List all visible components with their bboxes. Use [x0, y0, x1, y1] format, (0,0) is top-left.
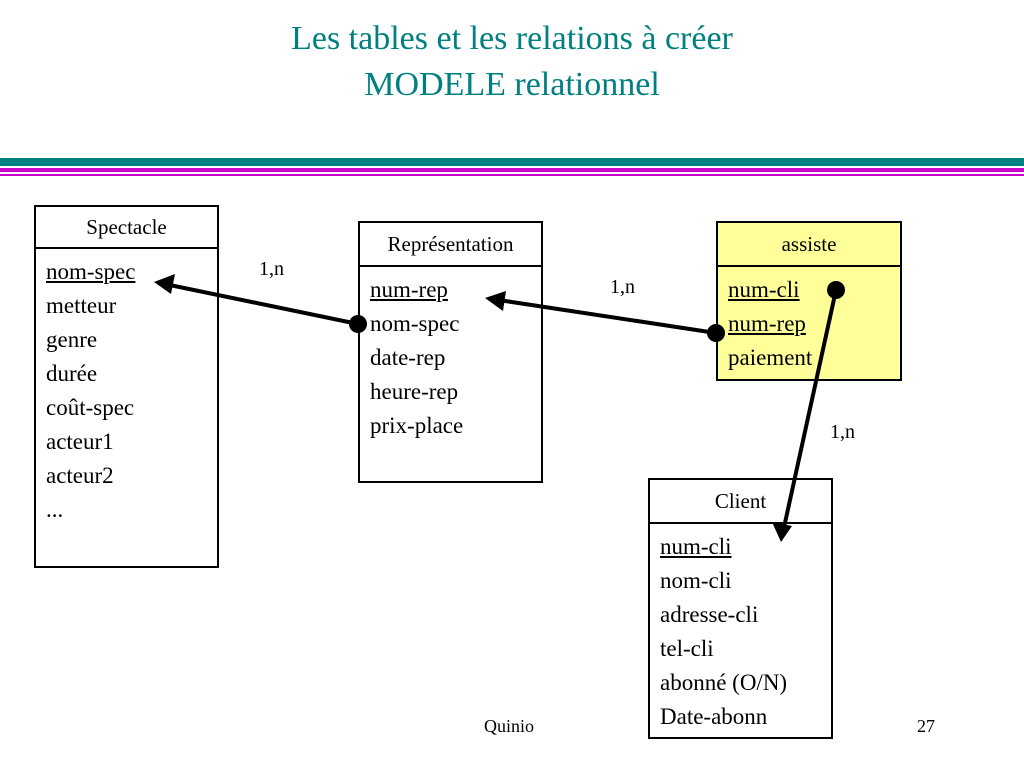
- field-nom-cli: nom-cli: [660, 568, 732, 593]
- field-num-cli: num-cli: [728, 277, 800, 302]
- field-acteur1: acteur1: [46, 429, 114, 454]
- field-heure-rep: heure-rep: [370, 379, 459, 404]
- field-ellipsis: ...: [46, 497, 64, 522]
- table-representation: Représentation num-rep nom-spec date-rep…: [358, 221, 543, 483]
- field-prix-place: prix-place: [370, 413, 464, 438]
- table-spectacle-name: Spectacle: [86, 215, 167, 239]
- table-client-header: Client: [650, 480, 831, 524]
- relation-assiste-client: [772, 281, 845, 542]
- table-assiste: assiste num-cli num-rep paiement: [716, 221, 902, 381]
- field-abonne: abonné (O/N): [660, 670, 788, 695]
- connector-line: [491, 297, 717, 335]
- table-assiste-header: assiste: [718, 223, 900, 267]
- connector-line: [159, 281, 359, 326]
- field-tel-cli: tel-cli: [660, 636, 714, 661]
- footer-author: Quinio: [484, 716, 535, 736]
- table-representation-header: Représentation: [360, 223, 541, 267]
- field-cout-spec: coût-spec: [46, 395, 135, 420]
- slide-subtitle: MODELE relationnel: [364, 66, 660, 103]
- field-acteur2: acteur2: [46, 463, 114, 488]
- field-metteur: metteur: [46, 293, 117, 318]
- field-num-cli: num-cli: [660, 534, 732, 559]
- page-number: 27: [917, 716, 935, 736]
- table-representation-name: Représentation: [387, 232, 514, 256]
- connector-line: [781, 289, 838, 533]
- field-adresse-cli: adresse-cli: [660, 602, 759, 627]
- table-spectacle-fields: nom-spec metteur genre durée coût-spec a…: [36, 249, 217, 527]
- table-spectacle-header: Spectacle: [36, 207, 217, 249]
- relation-assiste-representation: [485, 291, 725, 342]
- arrow-head: [485, 291, 506, 311]
- table-client-fields: num-cli nom-cli adresse-cli tel-cli abon…: [650, 524, 831, 734]
- magenta-thin-band: [0, 174, 1024, 176]
- cardinality-label: 1,n: [610, 276, 635, 298]
- field-num-rep: num-rep: [728, 311, 806, 336]
- table-representation-fields: num-rep nom-spec date-rep heure-rep prix…: [360, 267, 541, 443]
- cardinality-label: 1,n: [259, 258, 284, 280]
- field-paiement: paiement: [728, 345, 813, 370]
- field-genre: genre: [46, 327, 98, 352]
- slide-title: Les tables et les relations à créer: [291, 20, 733, 57]
- field-nom-spec: nom-spec: [370, 311, 460, 336]
- field-duree: durée: [46, 361, 98, 386]
- connector-dot: [827, 281, 845, 299]
- field-num-rep: num-rep: [370, 277, 448, 302]
- table-assiste-fields: num-cli num-rep paiement: [718, 267, 900, 375]
- table-client: Client num-cli nom-cli adresse-cli tel-c…: [648, 478, 833, 739]
- field-date-rep: date-rep: [370, 345, 446, 370]
- magenta-band: [0, 168, 1024, 172]
- table-assiste-name: assiste: [781, 232, 837, 256]
- field-date-abonn: Date-abonn: [660, 704, 768, 729]
- teal-band: [0, 158, 1024, 166]
- connector-dot: [707, 324, 725, 342]
- table-client-name: Client: [714, 489, 767, 513]
- cardinality-label: 1,n: [830, 421, 855, 443]
- white-stripe: [0, 166, 1024, 168]
- table-spectacle: Spectacle nom-spec metteur genre durée c…: [34, 205, 219, 568]
- arrow-head: [154, 274, 175, 294]
- arrow-head: [772, 522, 792, 542]
- connector-dot: [349, 315, 367, 333]
- field-nom-spec: nom-spec: [46, 259, 136, 284]
- relation-representation-spectacle: [154, 274, 367, 333]
